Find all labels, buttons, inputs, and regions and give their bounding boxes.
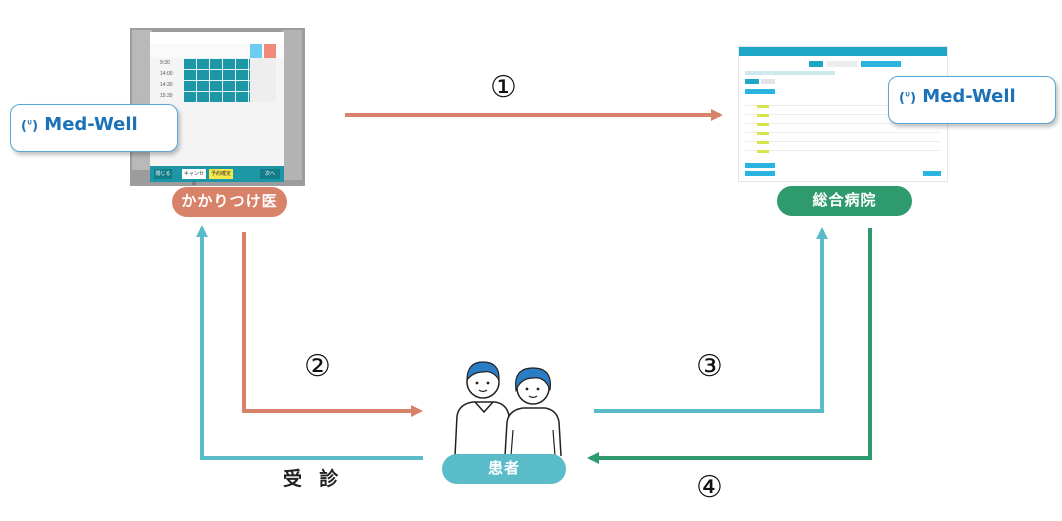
brand-name: Med-Well [44,114,138,135]
patients-illustration [454,361,562,456]
confirm-button[interactable]: 予約確定 [209,169,233,179]
step-1-label: ① [490,70,517,105]
time-row-1: 9:30 [160,60,170,66]
clinic-label: かかりつけ医 [172,187,287,217]
step-4-label: ④ [696,470,723,505]
hospital-screenshot [738,46,948,182]
time-row-3: 14:30 [160,82,173,88]
hospital-label: 総合病院 [777,186,912,216]
schedule-panel: 9:30 14:00 14:30 15:30 [150,32,284,166]
brand-name: Med-Well [922,86,1016,107]
consult-label: 受 診 [283,469,345,490]
arrow-consult [196,225,423,460]
brand-logo-icon: (ᐡ) [899,91,917,106]
arrow-step3 [594,227,828,413]
brand-callout-clinic: (ᐡ) Med-Well [10,104,178,152]
arrow-step2 [242,232,423,417]
brand-callout-hospital: (ᐡ) Med-Well [888,76,1056,124]
hospital-nav-bar [739,47,947,56]
next-button[interactable]: 次へ [260,169,280,179]
step-3-label: ③ [696,349,723,384]
patient-label: 患者 [442,454,566,484]
time-row-2: 14:00 [160,71,173,77]
cancel-button[interactable]: キャンセル [182,169,206,186]
arrow-step4 [587,228,872,464]
step-2-label: ② [304,349,331,384]
time-row-4: 15:30 [160,93,173,99]
close-button[interactable]: 閉じる [154,169,172,179]
brand-logo-icon: (ᐡ) [21,119,39,134]
